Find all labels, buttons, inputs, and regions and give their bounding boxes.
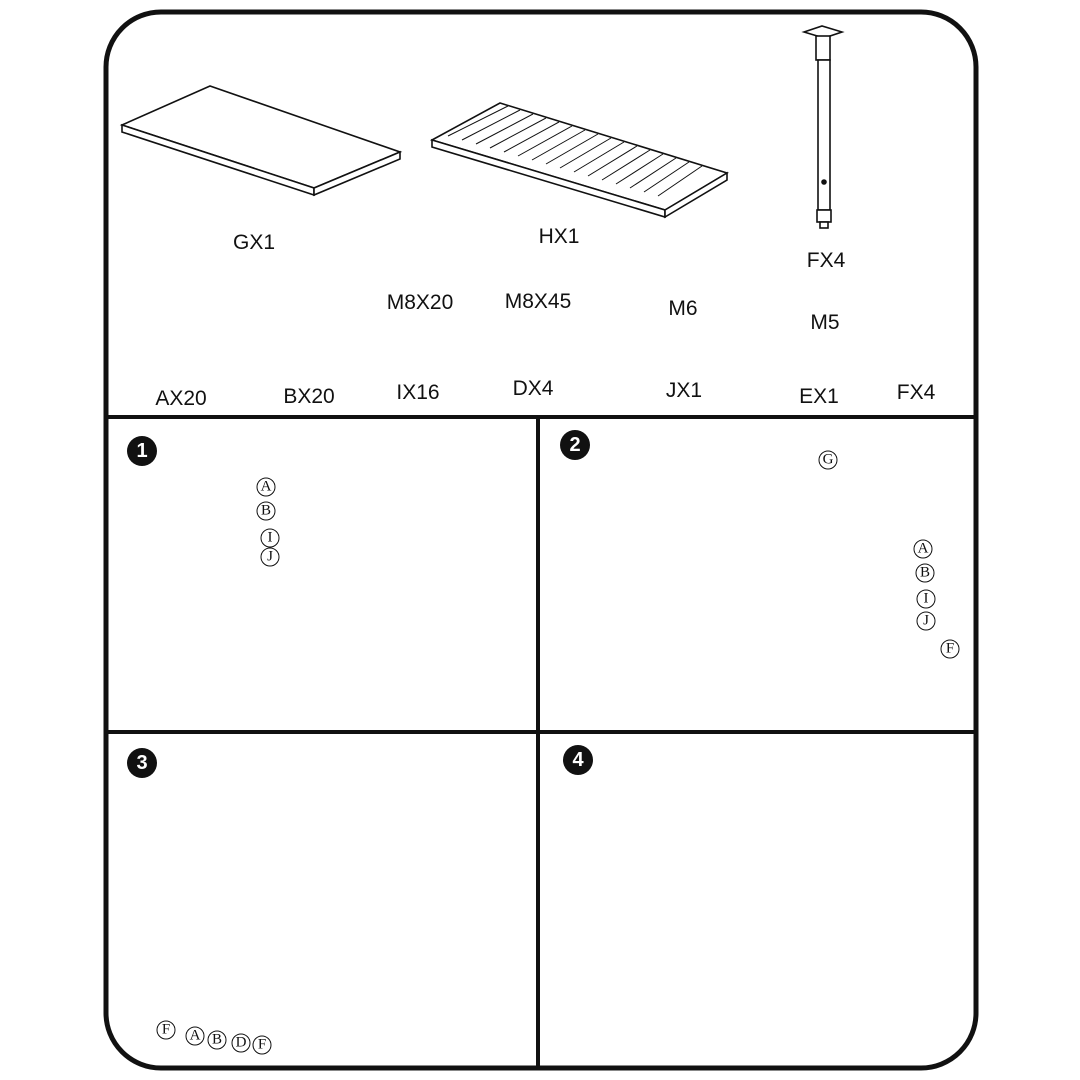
step2-callout-i: I — [916, 589, 936, 609]
label-bx20: BX20 — [283, 385, 335, 408]
label-dx4: DX4 — [512, 377, 554, 400]
label-m5: M5 — [810, 311, 840, 334]
label-ix16: IX16 — [396, 381, 440, 404]
outer-border — [103, 9, 979, 1071]
label-ax20: AX20 — [155, 387, 207, 410]
label-fx4-bracket: FX4 — [896, 381, 936, 404]
step-number-3: 3 — [127, 748, 157, 778]
step2-callout-a: A — [913, 539, 933, 559]
step2-callout-g: G — [818, 450, 838, 470]
step1-callout-j: J — [260, 547, 280, 567]
step2-callout-f: F — [940, 639, 960, 659]
step3-callout-d: D — [231, 1033, 251, 1053]
step3-callout-f: F — [156, 1020, 176, 1040]
label-m6: M6 — [668, 297, 698, 320]
label-fx4-leg: FX4 — [806, 249, 846, 272]
label-m8x45: M8X45 — [504, 290, 572, 313]
label-jx1: JX1 — [665, 379, 703, 402]
label-hx1: HX1 — [538, 225, 580, 248]
step-number-2: 2 — [560, 430, 590, 460]
part-hx1-shelf — [429, 102, 729, 219]
step1-callout-i: I — [260, 528, 280, 548]
label-m8x20: M8X20 — [386, 291, 454, 314]
label-gx1: GX1 — [232, 231, 276, 254]
step1-callout-a: A — [256, 477, 276, 497]
step3-callout-a: A — [185, 1026, 205, 1046]
step3-callout-f2: F — [252, 1035, 272, 1055]
part-fx4-leg — [801, 25, 845, 229]
step2-callout-j: J — [916, 611, 936, 631]
step2-callout-b: B — [915, 563, 935, 583]
step1-callout-b: B — [256, 501, 276, 521]
part-gx1-top-panel — [119, 85, 403, 197]
step-number-4: 4 — [563, 745, 593, 775]
label-ex1: EX1 — [799, 385, 839, 408]
step3-callout-b: B — [207, 1030, 227, 1050]
step-number-1: 1 — [127, 436, 157, 466]
